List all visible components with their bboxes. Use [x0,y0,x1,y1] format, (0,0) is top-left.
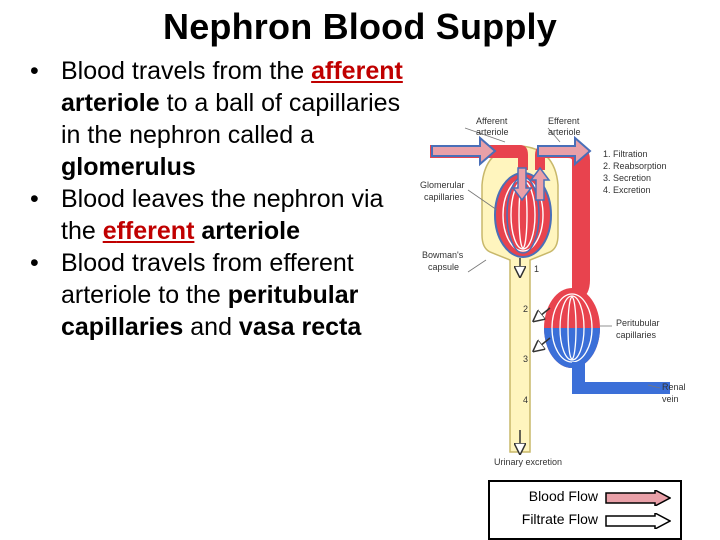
afferent-first-letter: a [311,57,326,85]
renal-vein-label: vein [662,394,679,404]
step-number: 4 [523,395,528,405]
blood-flow-arrows [431,135,592,202]
afferent-rest: fferent [325,57,403,85]
process-list-item: 3. Secretion [603,173,651,183]
bullet-dot: • [30,249,39,277]
legend-blood-flow-label: Blood Flow [528,488,598,504]
bullet-1-text: Blood travels from the [61,57,312,85]
process-list-item: 2. Reabsorption [603,161,667,171]
step-numbers: 1 2 3 4 [523,264,539,405]
bullet-1: • Blood travels from the afferent arteri… [30,55,410,183]
bullet-dot: • [30,57,39,85]
blood-flow-arrow-icon [605,490,671,506]
filtrate-flow-arrow-icon [605,513,671,529]
bullet-1-text-2: to a ball of capillaries in the nephron … [61,89,401,149]
glomerular-label: Glomerular [420,180,465,190]
efferent-label: Efferent [548,116,580,126]
process-list-item: 1. Filtration [603,149,648,159]
vasa-recta-term: vasa recta [238,313,362,341]
afferent-word: afferent [311,57,403,85]
glomerulus-term: glomerulus [61,153,196,181]
peritubular-capillaries [544,288,600,368]
afferent-label: arteriole [476,127,509,137]
flow-legend: Blood Flow Filtrate Flow [488,480,682,540]
process-list-item: 4. Excretion [603,185,651,195]
step-number: 2 [523,304,528,314]
bowmans-label: capsule [428,262,459,272]
efferent-first-letter: e [102,217,117,245]
urinary-excretion-label: Urinary excretion [494,457,562,467]
legend-filtrate-flow-label: Filtrate Flow [521,511,598,527]
nephron-diagram: 1 2 3 4 Afferent arteriole Efferent arte… [410,100,710,480]
bullet-2-text: Blood leaves the nephron via the [61,185,384,245]
leader-lines [464,127,661,389]
peritubular-term: peritubular capillaries [61,281,359,341]
afferent-arteriole-word: arteriole [61,89,160,117]
bullet-3-text-2: and [183,313,239,341]
efferent-word: efferent [103,217,195,245]
efferent-label: arteriole [548,127,581,137]
afferent-label: Afferent [476,116,508,126]
bullet-3: • Blood travels from efferent arteriole … [30,247,410,343]
efferent-arteriole [535,145,590,300]
efferent-rest: fferent [116,217,195,245]
step-number: 1 [534,264,539,274]
bullet-2: • Blood leaves the nephron via the effer… [30,183,410,247]
step-number: 3 [523,354,528,364]
efferent-arteriole-word: arteriole [194,217,301,245]
peritubular-label: capillaries [616,330,657,340]
page-title: Nephron Blood Supply [163,6,557,47]
nephron-illustration: 1 2 3 4 Afferent arteriole Efferent arte… [420,116,686,467]
bullet-list: • Blood travels from the afferent arteri… [30,55,410,343]
glomerular-label: capillaries [424,192,465,202]
renal-vein [572,362,670,394]
filtrate-flow-arrows [520,258,551,452]
bullet-dot: • [30,185,39,213]
bowmans-label: Bowman's [422,250,464,260]
peritubular-label: Peritubular [616,318,660,328]
renal-vein-label: Renal [662,382,686,392]
bullet-3-text: Blood travels from efferent arteriole to… [61,249,354,309]
